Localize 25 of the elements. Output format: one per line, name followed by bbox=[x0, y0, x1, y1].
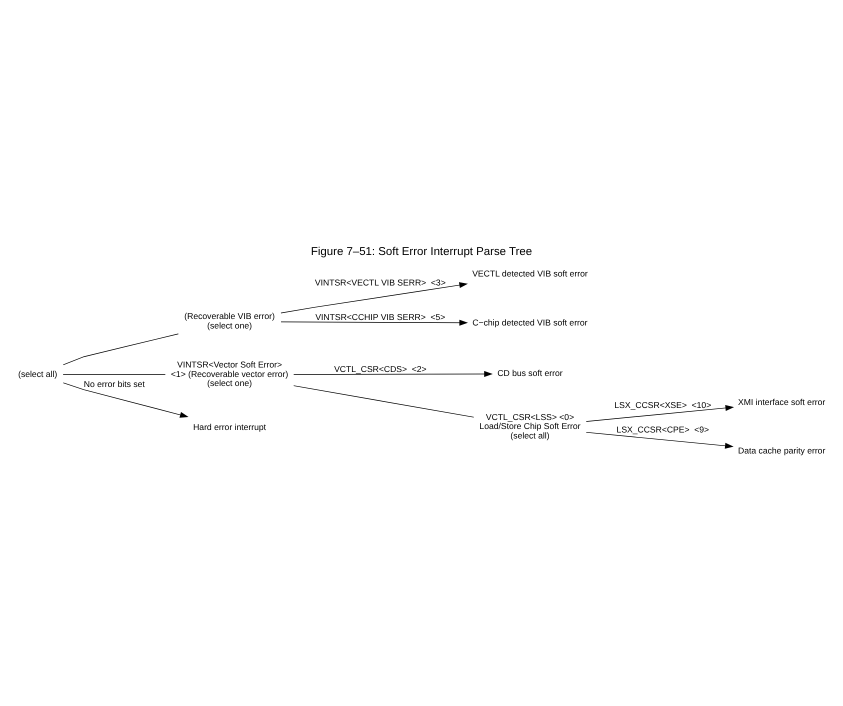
diagram-title: Figure 7–51: Soft Error Interrupt Parse Tree bbox=[310, 245, 532, 258]
node-text: Hard error interrupt bbox=[193, 421, 266, 432]
edge-label: VINTSR<VECTL VIB SERR> <3> bbox=[314, 277, 446, 288]
node-text: CD bus soft error bbox=[497, 368, 563, 378]
node-text: VECTL detected VIB soft error bbox=[472, 268, 588, 278]
edge-label: LSX_CCSR<XSE> <10> bbox=[614, 399, 712, 410]
edge-label: VCTL_CSR<CDS> <2> bbox=[334, 364, 427, 374]
arrow bbox=[293, 370, 493, 377]
node-text: VCTL_CSR<LSS> <0> Load/Store Chip Soft Error (select all) bbox=[479, 411, 581, 440]
edge-label: VINTSR<CCHIP VIB SERR> <5> bbox=[315, 311, 446, 322]
edge-label: No error bits set bbox=[84, 378, 145, 389]
arrow bbox=[280, 319, 468, 326]
arrow bbox=[586, 404, 734, 422]
connector bbox=[62, 333, 179, 365]
edge-label: LSX_CCSR<CPE> <9> bbox=[616, 424, 710, 434]
arrow bbox=[62, 382, 189, 418]
node-text: Data cache parity error bbox=[738, 444, 826, 455]
connector bbox=[293, 384, 474, 418]
node-text: XMI interface soft error bbox=[738, 396, 826, 406]
arrow bbox=[586, 431, 734, 448]
node-text: C−chip detected VIB soft error bbox=[472, 316, 588, 327]
arrow bbox=[280, 282, 468, 313]
node-text: (select all) bbox=[18, 368, 58, 378]
node-text: VINTSR<Vector Soft Error> <1> (Recoverable vector error) (select one) bbox=[170, 359, 288, 388]
node-text: (Recoverable VIB error) (select one) bbox=[184, 310, 275, 330]
